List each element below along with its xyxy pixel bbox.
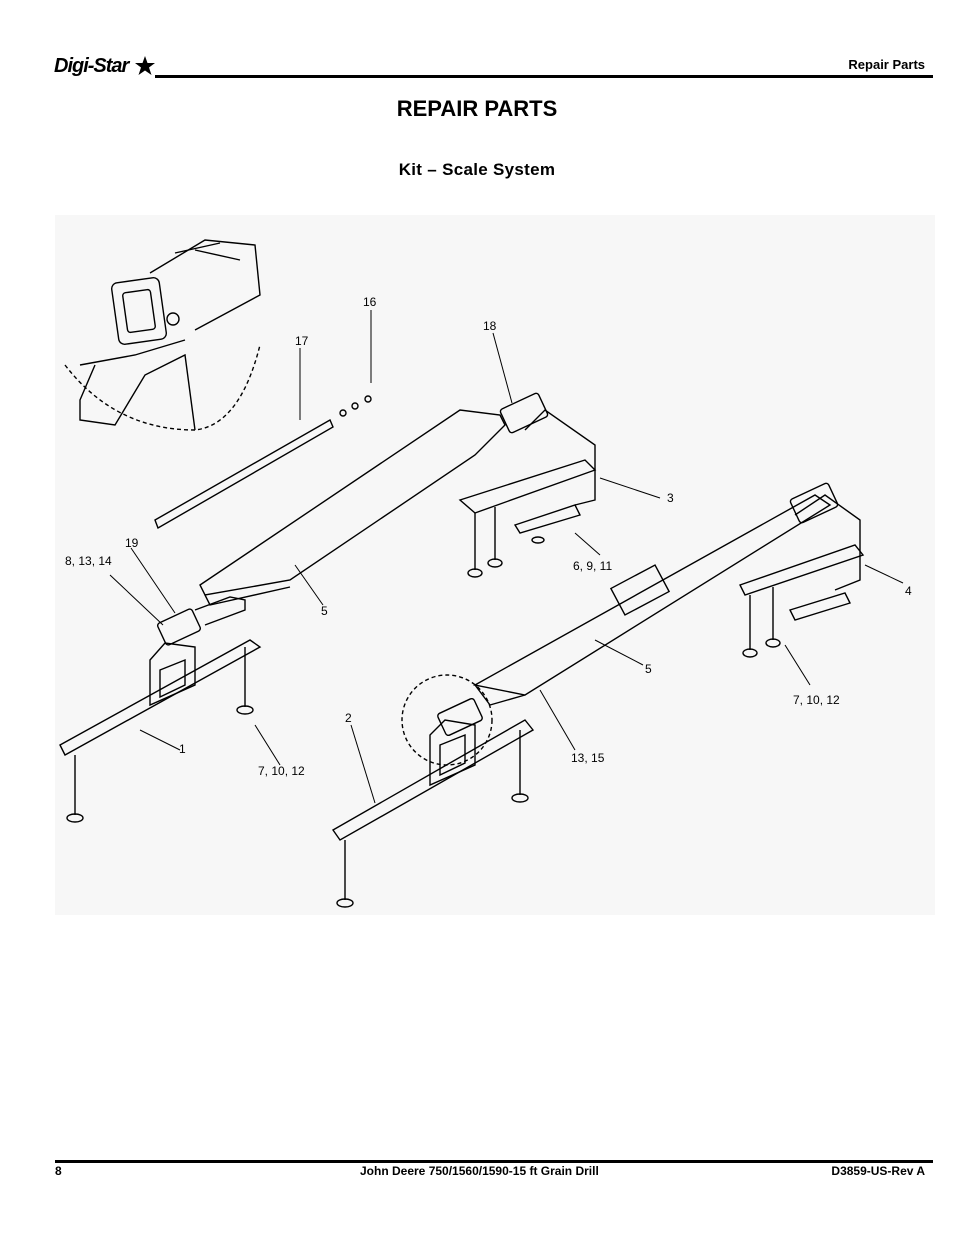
callout-label: 7, 10, 12 xyxy=(793,693,840,707)
callout-label: 5 xyxy=(321,604,328,618)
header-rule xyxy=(155,75,933,78)
part-4-bracket xyxy=(739,544,865,596)
footer-product: John Deere 750/1560/1590-15 ft Grain Dri… xyxy=(360,1164,599,1178)
part-5-lower-arm xyxy=(473,494,832,696)
callout-label: 1 xyxy=(179,742,186,756)
footer-rule xyxy=(55,1160,933,1163)
part-5-upper-arm xyxy=(199,409,506,596)
header-section-label: Repair Parts xyxy=(848,57,925,72)
callout-labels: 16 17 18 3 19 8, 13, 14 6, 9, 11 5 4 5 7… xyxy=(65,295,912,778)
page-title: REPAIR PARTS xyxy=(396,96,558,121)
part-1-base xyxy=(59,639,262,756)
callout-label: 17 xyxy=(295,334,309,348)
detail-inset xyxy=(64,239,261,431)
footer-doc-id: D3859-US-Rev A xyxy=(831,1164,925,1178)
callout-label: 2 xyxy=(345,711,352,725)
callout-label: 8, 13, 14 xyxy=(65,554,112,568)
callout-label: 7, 10, 12 xyxy=(258,764,305,778)
callout-label: 4 xyxy=(905,584,912,598)
page-number: 8 xyxy=(55,1164,62,1178)
logo-star-icon xyxy=(135,56,155,75)
exploded-parts-diagram: 16 17 18 3 19 8, 13, 14 6, 9, 11 5 4 5 7… xyxy=(55,215,935,915)
callout-label: 3 xyxy=(667,491,674,505)
callout-label: 6, 9, 11 xyxy=(573,559,612,573)
callout-label: 5 xyxy=(645,662,652,676)
callout-label: 16 xyxy=(363,295,377,309)
part-17-strap xyxy=(154,419,334,530)
digi-star-logo: Digi-Star xyxy=(54,55,129,77)
page-subtitle: Kit – Scale System xyxy=(398,160,556,179)
callout-label: 13, 15 xyxy=(571,751,605,765)
callout-label: 19 xyxy=(125,536,139,550)
part-2-base xyxy=(331,719,535,841)
callout-label: 18 xyxy=(483,319,497,333)
